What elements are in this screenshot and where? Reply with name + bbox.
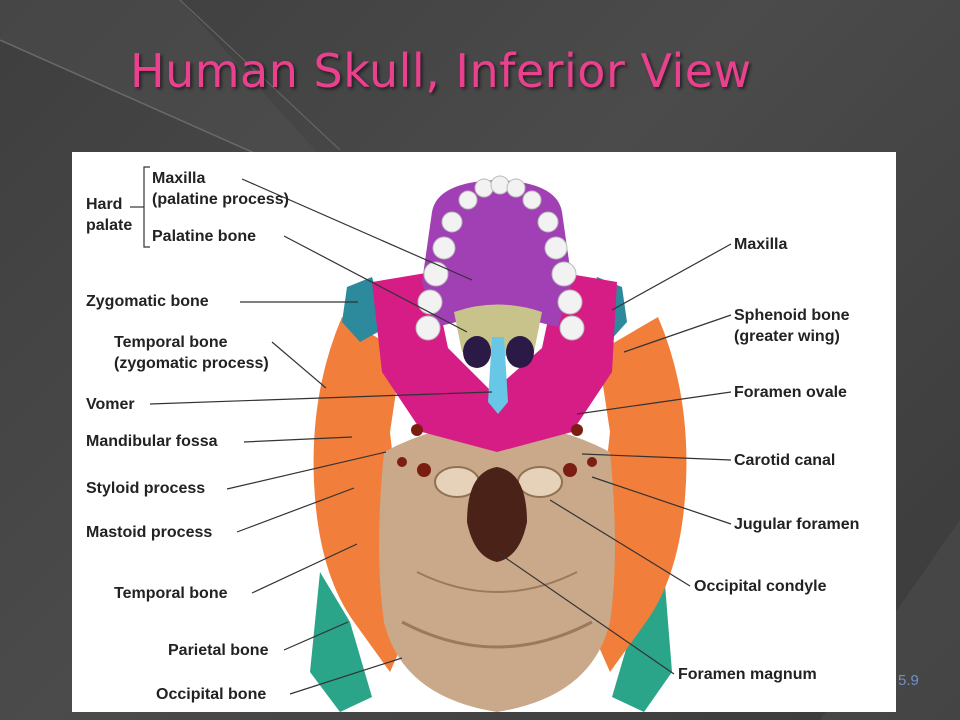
label-vomer: Vomer [86,396,135,413]
parietal-bone-left [310,572,372,712]
label-foramen-ovale: Foramen ovale [734,384,847,401]
slide-title: Human Skull, Inferior View [130,44,752,98]
skull-illustration [130,166,732,712]
label-mandibular-fossa: Mandibular fossa [86,433,218,450]
label-styloid-process: Styloid process [86,480,206,497]
label-parietal-bone: Parietal bone [168,642,269,659]
label-zygomatic-bone: Zygomatic bone [86,293,209,310]
foramen-magnum [467,467,527,562]
label-sphenoid: Sphenoid bone (greater wing) [734,307,850,345]
label-hard-palate: Hard palate [86,196,133,234]
leader-lines [149,178,732,695]
occipital-bone [379,423,615,712]
label-maxilla-palatine: Maxilla (palatine process) [152,170,289,208]
label-carotid-canal: Carotid canal [734,452,836,469]
label-occipital-condyle: Occipital condyle [694,578,827,595]
vomer-bone [488,337,508,414]
label-palatine-bone: Palatine bone [152,228,257,245]
parietal-bone-right [612,572,672,712]
slide-number: 5.9 [898,672,919,689]
label-foramen-magnum: Foramen magnum [678,666,817,683]
label-mastoid-process: Mastoid process [86,524,213,541]
teeth [415,175,585,341]
label-temporal-bone: Temporal bone [114,585,228,602]
skull-diagram: Hard palate Maxilla (palatine process) P… [72,152,896,712]
label-temporal-zygomatic: Temporal bone (zygomatic process) [114,334,269,372]
label-maxilla: Maxilla [734,236,788,253]
label-occipital-bone: Occipital bone [156,686,267,703]
occipital-condyle-right [517,466,563,498]
label-jugular-foramen: Jugular foramen [734,516,860,533]
